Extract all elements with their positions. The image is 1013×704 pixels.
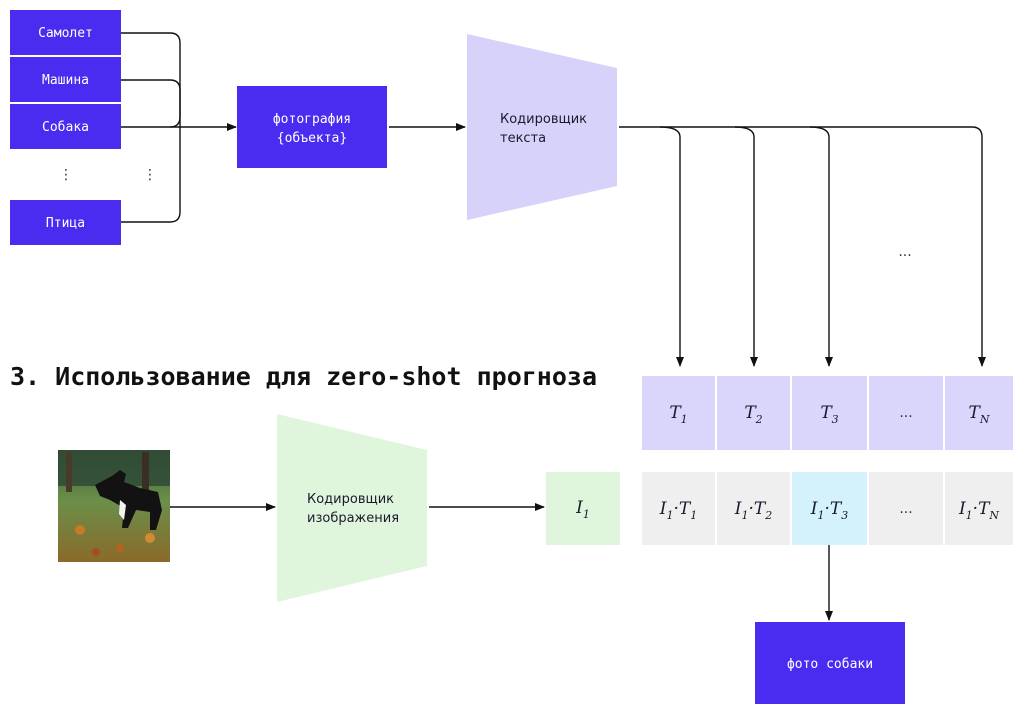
text-embedding-cell-1: T1 [642, 376, 715, 450]
class-item-samolet: Самолет [10, 10, 121, 55]
text-embedding-cell-n: TN [945, 376, 1013, 450]
svg-text:I1·TN: I1·TN [958, 499, 999, 522]
svg-text:T2: T2 [744, 403, 762, 426]
text-encoder: Кодировщик текста [467, 34, 617, 220]
text-encoder-line-1: Кодировщик [500, 112, 587, 127]
similarity-cell-2: I1·T2 [717, 472, 790, 545]
result-label: фото собаки [787, 657, 873, 672]
text-embedding-cell-ellipsis: ... [869, 376, 943, 450]
class-label: Машина [42, 73, 89, 88]
svg-text:I1: I1 [575, 498, 590, 521]
result-box: фото собаки [755, 622, 905, 704]
text-encoder-fanout [619, 126, 986, 367]
svg-text:I1·T2: I1·T2 [734, 499, 772, 522]
svg-text:I1·T3: I1·T3 [810, 499, 848, 522]
class-item-sobaka: Собака [10, 104, 121, 149]
text-encoder-line-2: текста [500, 131, 546, 146]
svg-text:T3: T3 [820, 403, 838, 426]
dog-photo [58, 450, 170, 562]
similarity-cell-3-highlighted: I1·T3 [792, 472, 867, 545]
svg-text:...: ... [899, 405, 912, 421]
text-embedding-row: T1 T2 T3 ... TN [642, 376, 1013, 450]
image-encoder: Кодировщик изображения [277, 414, 427, 602]
similarity-cell-ellipsis: ... [869, 472, 943, 545]
similarity-row: I1·T1 I1·T2 I1·T3 ... I1·TN [642, 472, 1013, 545]
image-encoder-line-2: изображения [307, 511, 399, 526]
class-item-mashina: Машина [10, 57, 121, 102]
section-heading: 3. Использование для zero-shot прогноза [10, 362, 597, 391]
template-line-1: фотография [273, 112, 351, 127]
text-embedding-cell-2: T2 [717, 376, 790, 450]
similarity-cell-n: I1·TN [945, 472, 1013, 545]
svg-text:I1·T1: I1·T1 [659, 499, 697, 522]
image-encoder-line-1: Кодировщик [307, 492, 394, 507]
svg-text:TN: TN [969, 403, 990, 426]
svg-text:T1: T1 [669, 403, 687, 426]
similarity-cell-1: I1·T1 [642, 472, 715, 545]
text-embedding-cell-3: T3 [792, 376, 867, 450]
template-line-2: {объекта} [277, 131, 347, 146]
prompt-template-box: фотография {объекта} [237, 86, 387, 168]
connector-ellipsis: ⋮ [143, 167, 157, 183]
class-label: Собака [42, 120, 89, 135]
svg-text:...: ... [899, 501, 912, 517]
fanout-ellipsis: ... [898, 244, 911, 260]
class-label: Самолет [38, 26, 93, 41]
class-label: Птица [46, 216, 85, 231]
class-list-ellipsis: ⋮ [59, 167, 73, 183]
class-bracket-connectors [121, 32, 237, 223]
image-embedding-cell: I1 [546, 472, 620, 545]
class-item-ptica: Птица [10, 200, 121, 245]
